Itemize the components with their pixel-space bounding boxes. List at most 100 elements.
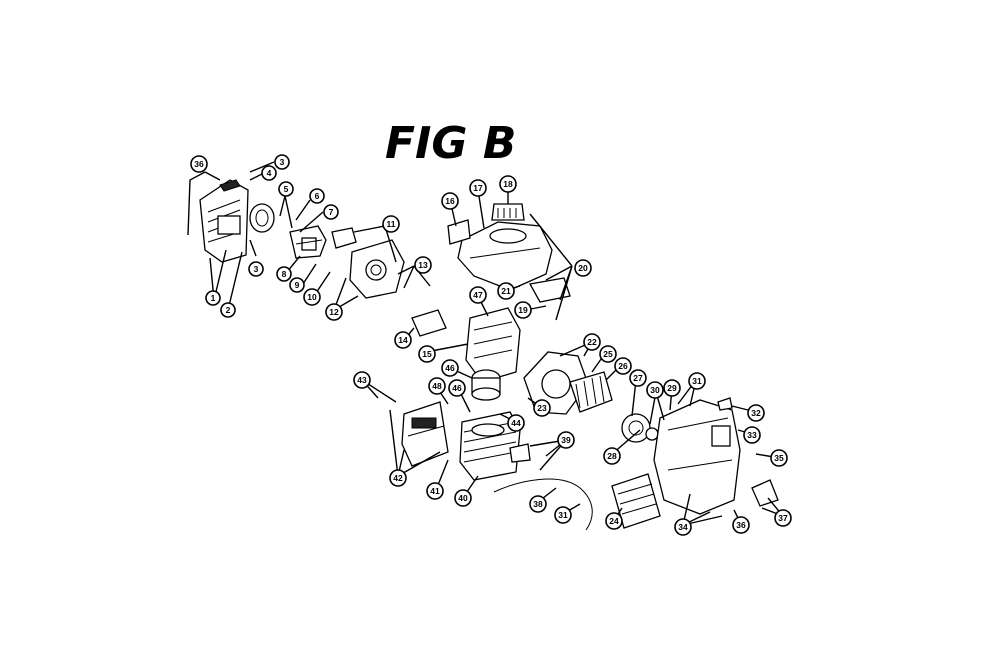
- svg-text:28: 28: [607, 451, 617, 461]
- engine-housing: [653, 399, 741, 515]
- svg-text:12: 12: [329, 307, 339, 317]
- callout-9: 9: [289, 277, 305, 293]
- callout-46b: 46: [448, 379, 466, 397]
- svg-text:2: 2: [226, 305, 231, 315]
- svg-text:32: 32: [751, 408, 761, 418]
- clutch-assembly: [621, 413, 659, 443]
- callout-15: 15: [418, 345, 436, 363]
- callout-28: 28: [603, 447, 621, 465]
- svg-text:3: 3: [254, 264, 259, 274]
- callout-29: 29: [663, 379, 681, 397]
- callout-36: 36: [190, 155, 208, 173]
- flywheel: [569, 371, 613, 413]
- svg-text:46: 46: [445, 363, 455, 373]
- gasket: [411, 309, 447, 337]
- callout-24: 24: [605, 512, 623, 530]
- svg-text:4: 4: [267, 168, 272, 178]
- svg-text:16: 16: [445, 196, 455, 206]
- svg-text:30: 30: [650, 385, 660, 395]
- callout-14: 14: [394, 331, 412, 349]
- svg-text:36: 36: [736, 520, 746, 530]
- callout-37: 37: [774, 509, 792, 527]
- svg-text:17: 17: [473, 183, 483, 193]
- crankcase-half: [465, 307, 521, 383]
- svg-text:42: 42: [393, 473, 403, 483]
- callout-48: 48: [428, 377, 446, 395]
- intake-adapter: [349, 239, 405, 299]
- svg-text:35: 35: [774, 453, 784, 463]
- svg-text:29: 29: [667, 383, 677, 393]
- svg-text:44: 44: [511, 418, 521, 428]
- callout-17: 17: [469, 179, 487, 197]
- callout-44: 44: [507, 414, 525, 432]
- callout-26: 26: [614, 357, 632, 375]
- svg-text:3: 3: [280, 157, 285, 167]
- callout-42: 42: [389, 469, 407, 487]
- svg-text:37: 37: [778, 513, 788, 523]
- callout-40: 40: [454, 489, 472, 507]
- svg-text:7: 7: [329, 207, 334, 217]
- callout-38: 38: [529, 495, 547, 513]
- svg-text:13: 13: [418, 260, 428, 270]
- callout-19: 19: [514, 301, 532, 319]
- svg-text:31: 31: [558, 510, 568, 520]
- callout-32: 32: [747, 404, 765, 422]
- callout-22: 22: [583, 333, 601, 351]
- callout-11: 11: [382, 215, 400, 233]
- callout-7: 7: [323, 204, 339, 220]
- svg-text:40: 40: [458, 493, 468, 503]
- callout-3b: 3: [248, 261, 264, 277]
- svg-text:41: 41: [430, 486, 440, 496]
- callout-13: 13: [414, 256, 432, 274]
- callout-31b: 31: [554, 506, 572, 524]
- figure-title: FIG B: [385, 118, 516, 169]
- callout-30: 30: [646, 381, 664, 399]
- callout-46a: 46: [441, 359, 459, 377]
- callout-36b: 36: [732, 516, 750, 534]
- callout-16: 16: [441, 192, 459, 210]
- svg-text:47: 47: [473, 290, 483, 300]
- fuel-line: [493, 478, 593, 531]
- svg-text:18: 18: [503, 179, 513, 189]
- shroud: [611, 473, 661, 529]
- spark-plug-boot: [509, 443, 531, 463]
- fuel-cap: [491, 203, 525, 221]
- callout-21: 21: [497, 282, 515, 300]
- svg-text:27: 27: [633, 373, 643, 383]
- svg-text:26: 26: [618, 361, 628, 371]
- small-clip: [717, 397, 733, 411]
- callout-2: 2: [220, 302, 236, 318]
- svg-text:23: 23: [537, 403, 547, 413]
- carburetor-gasket-plate: [331, 227, 357, 249]
- callout-6: 6: [309, 188, 325, 204]
- svg-text:20: 20: [578, 263, 588, 273]
- callout-41: 41: [426, 482, 444, 500]
- callout-27: 27: [629, 369, 647, 387]
- callout-8: 8: [276, 266, 292, 282]
- svg-text:5: 5: [284, 184, 289, 194]
- svg-text:24: 24: [609, 516, 619, 526]
- svg-text:38: 38: [533, 499, 543, 509]
- svg-text:21: 21: [501, 286, 511, 296]
- svg-text:15: 15: [422, 349, 432, 359]
- svg-text:25: 25: [603, 349, 613, 359]
- callout-43: 43: [353, 371, 371, 389]
- callout-25: 25: [599, 345, 617, 363]
- callout-39: 39: [557, 431, 575, 449]
- callout-4: 4: [261, 165, 277, 181]
- svg-text:43: 43: [357, 375, 367, 385]
- carburetor: [289, 225, 327, 259]
- fuel-filter: [447, 219, 471, 245]
- svg-text:14: 14: [398, 335, 408, 345]
- callout-3: 3: [274, 154, 290, 170]
- svg-text:9: 9: [295, 280, 300, 290]
- callout-31a: 31: [688, 372, 706, 390]
- mount-bracket: [751, 479, 779, 507]
- svg-text:39: 39: [561, 435, 571, 445]
- callout-1: 1: [205, 290, 221, 306]
- muffler: [401, 401, 449, 467]
- svg-text:36: 36: [194, 159, 204, 169]
- callout-10: 10: [303, 288, 321, 306]
- air-filter-housing: [199, 179, 249, 263]
